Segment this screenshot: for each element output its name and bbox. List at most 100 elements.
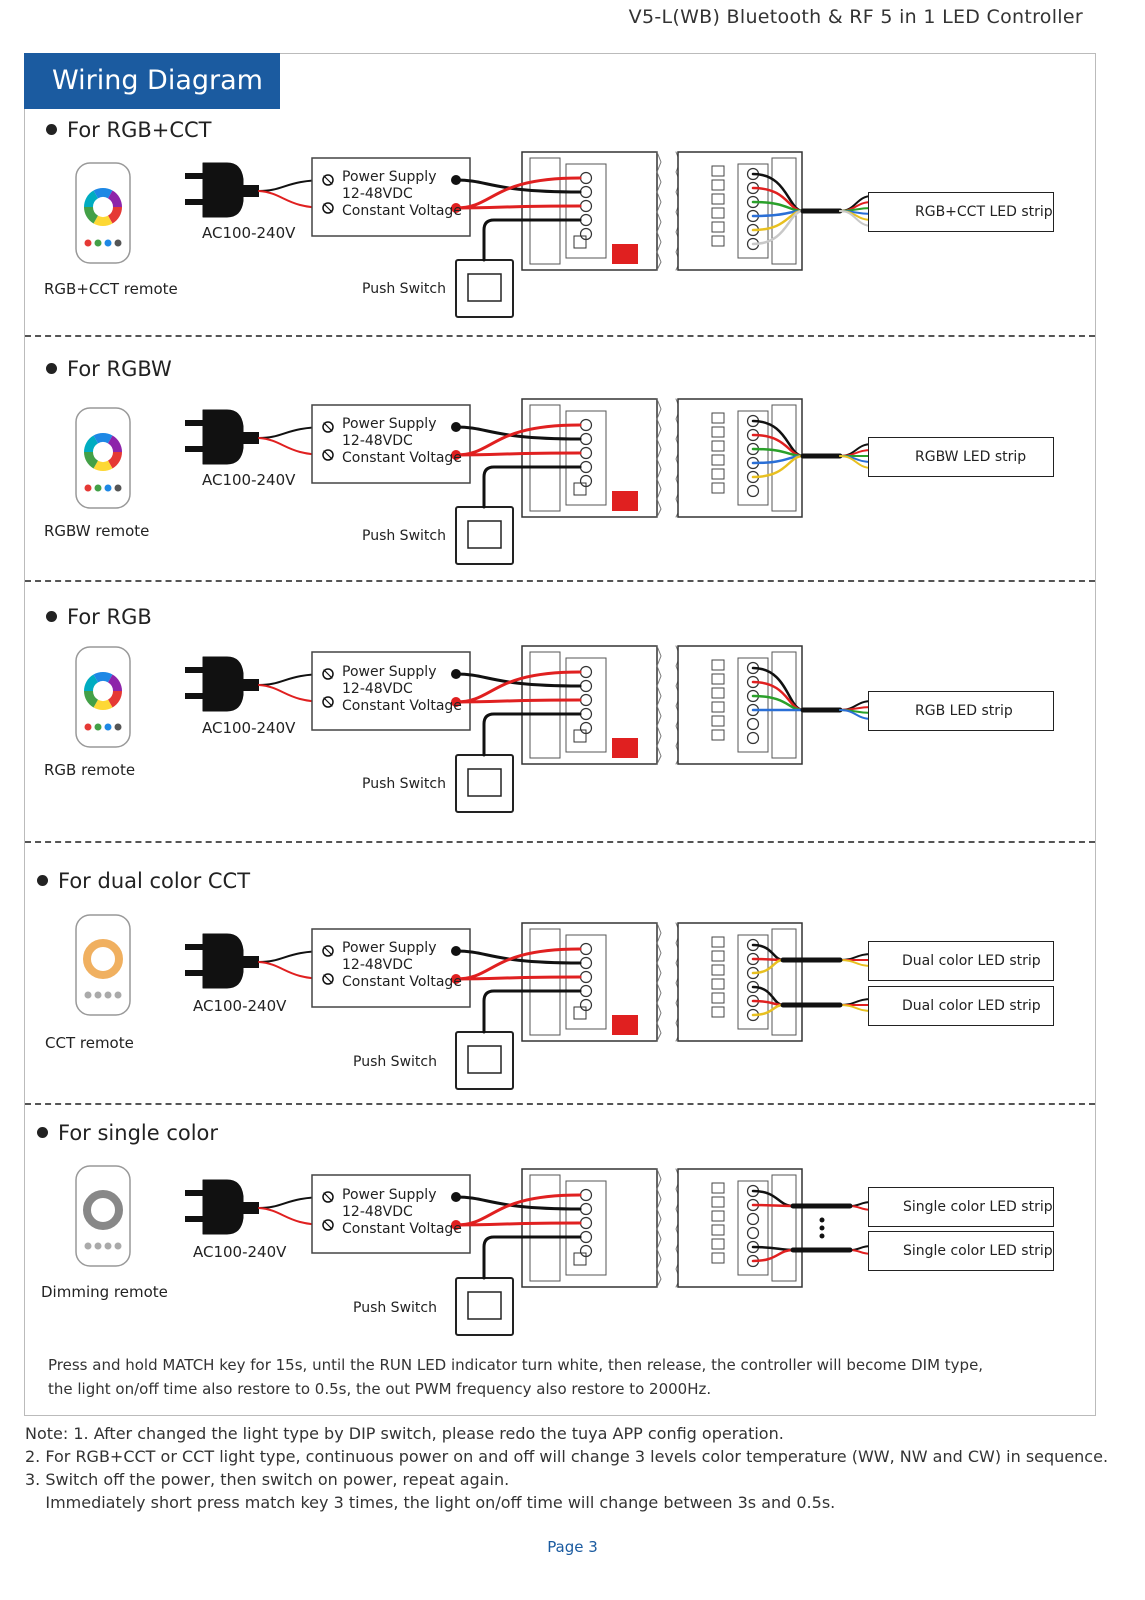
input-terminal-icon: [579, 679, 593, 693]
remote-icon: [75, 407, 131, 509]
remote-button-icon: [94, 239, 102, 247]
input-terminal-icon: [579, 199, 593, 213]
led-strip-dual-2: Dual color LED strip: [868, 986, 1054, 1026]
controller-output-block: [677, 398, 803, 518]
input-terminal-icon: [579, 970, 593, 984]
controller-bracket: [529, 928, 561, 1036]
wire: [454, 1221, 582, 1227]
push-switch-label: Push Switch: [362, 281, 446, 297]
break-mark: [656, 398, 662, 518]
plug-prong-icon: [185, 173, 207, 179]
section-divider: [25, 580, 1095, 582]
remote-button-icon: [84, 239, 92, 247]
output-pin-label-box: [711, 235, 725, 247]
push-switch-wire: [482, 465, 582, 509]
dip-switch-icon: [612, 1015, 638, 1035]
output-pin-label-box: [711, 207, 725, 219]
wire: [751, 957, 785, 962]
input-terminal-icon: [579, 460, 593, 474]
controller-terminal-block: [565, 1180, 607, 1276]
output-pin-label-box: [711, 659, 725, 671]
note-3: 3. Switch off the power, then switch on …: [25, 1470, 510, 1489]
output-pin-label-box: [711, 936, 725, 948]
product-header: V5-L(WB) Bluetooth & RF 5 in 1 LED Contr…: [628, 6, 1083, 28]
color-wheel-icon: [93, 187, 113, 199]
controller-bracket: [529, 157, 561, 265]
output-pin-label-box: [711, 729, 725, 741]
plug-prong-icon: [185, 944, 207, 950]
match-key-icon: [573, 235, 587, 249]
plug-prong-icon: [185, 199, 207, 205]
output-pin-label-box: [711, 1238, 725, 1250]
color-wheel-icon: [84, 674, 98, 691]
color-wheel-icon: [108, 452, 122, 469]
bullet-icon: [37, 1126, 48, 1138]
output-pin-label-box: [711, 715, 725, 727]
ellipsis-dot-icon: [819, 1233, 825, 1239]
plug-icon: [202, 409, 244, 465]
led-strip-rgb: RGB LED strip: [868, 691, 1054, 731]
color-wheel-icon: [84, 435, 98, 452]
led-strip-dual-1: Dual color LED strip: [868, 941, 1054, 981]
remote-label: Dimming remote: [41, 1283, 168, 1301]
input-terminal-icon: [579, 1216, 593, 1230]
plug-prong-icon: [185, 1190, 207, 1196]
input-terminal-icon: [579, 942, 593, 956]
input-terminal-icon: [579, 693, 593, 707]
output-pin-label-box: [711, 454, 725, 466]
terminal-cross: [323, 946, 333, 956]
push-switch-label: Push Switch: [362, 776, 446, 792]
terminal-cross: [323, 450, 333, 460]
plug-icon: [202, 162, 244, 218]
break-mark: [675, 398, 681, 518]
terminal-cross: [323, 669, 333, 679]
output-pin-label-box: [711, 1252, 725, 1264]
push-switch-label: Push Switch: [353, 1300, 437, 1316]
dip-switch-icon: [612, 244, 638, 264]
ac-label: AC100-240V: [193, 997, 287, 1015]
remote-button-icon: [104, 484, 112, 492]
remote-label: RGBW remote: [44, 522, 150, 540]
bullet-icon: [46, 123, 57, 135]
ac-label: AC100-240V: [193, 1243, 287, 1261]
page-title: Wiring Diagram: [24, 53, 280, 109]
controller-bracket: [529, 1174, 561, 1282]
wire: [454, 975, 582, 981]
output-pin-label-box: [711, 412, 725, 424]
color-wheel-icon: [108, 190, 122, 207]
output-pin-label-box: [711, 701, 725, 713]
terminal-cross: [323, 697, 333, 707]
wire: [751, 454, 805, 479]
plug-prong-icon: [185, 446, 207, 452]
output-terminal-block: [737, 1180, 769, 1276]
input-terminal-icon: [579, 956, 593, 970]
remote-icon: [75, 1165, 131, 1267]
note-2: 2. For RGB+CCT or CCT light type, contin…: [25, 1447, 1109, 1466]
remote-button-icon: [94, 484, 102, 492]
match-key-icon: [573, 729, 587, 743]
output-terminal-icon: [746, 731, 760, 745]
color-wheel-icon: [93, 672, 113, 683]
controller-bracket: [771, 1174, 797, 1282]
led-strip-rgbw: RGBW LED strip: [868, 437, 1054, 477]
cct-wheel-icon: [83, 939, 123, 979]
output-pin-label-box: [711, 179, 725, 191]
wire: [751, 1248, 795, 1263]
controller-bracket: [529, 404, 561, 512]
break-mark: [656, 922, 662, 1042]
push-switch-label: Push Switch: [353, 1054, 437, 1070]
power-supply-box: [311, 404, 471, 484]
controller-terminal-block: [565, 163, 607, 259]
plug-body-icon: [243, 679, 259, 691]
remote-button-icon: [114, 239, 122, 247]
output-pin-label-box: [711, 1210, 725, 1222]
ac-label: AC100-240V: [202, 224, 296, 242]
controller-terminal-block: [565, 657, 607, 753]
section-divider: [25, 335, 1095, 337]
output-pin-label-box: [711, 1196, 725, 1208]
section-divider: [25, 841, 1095, 843]
output-terminal-block: [737, 163, 769, 259]
ac-label: AC100-240V: [202, 471, 296, 489]
